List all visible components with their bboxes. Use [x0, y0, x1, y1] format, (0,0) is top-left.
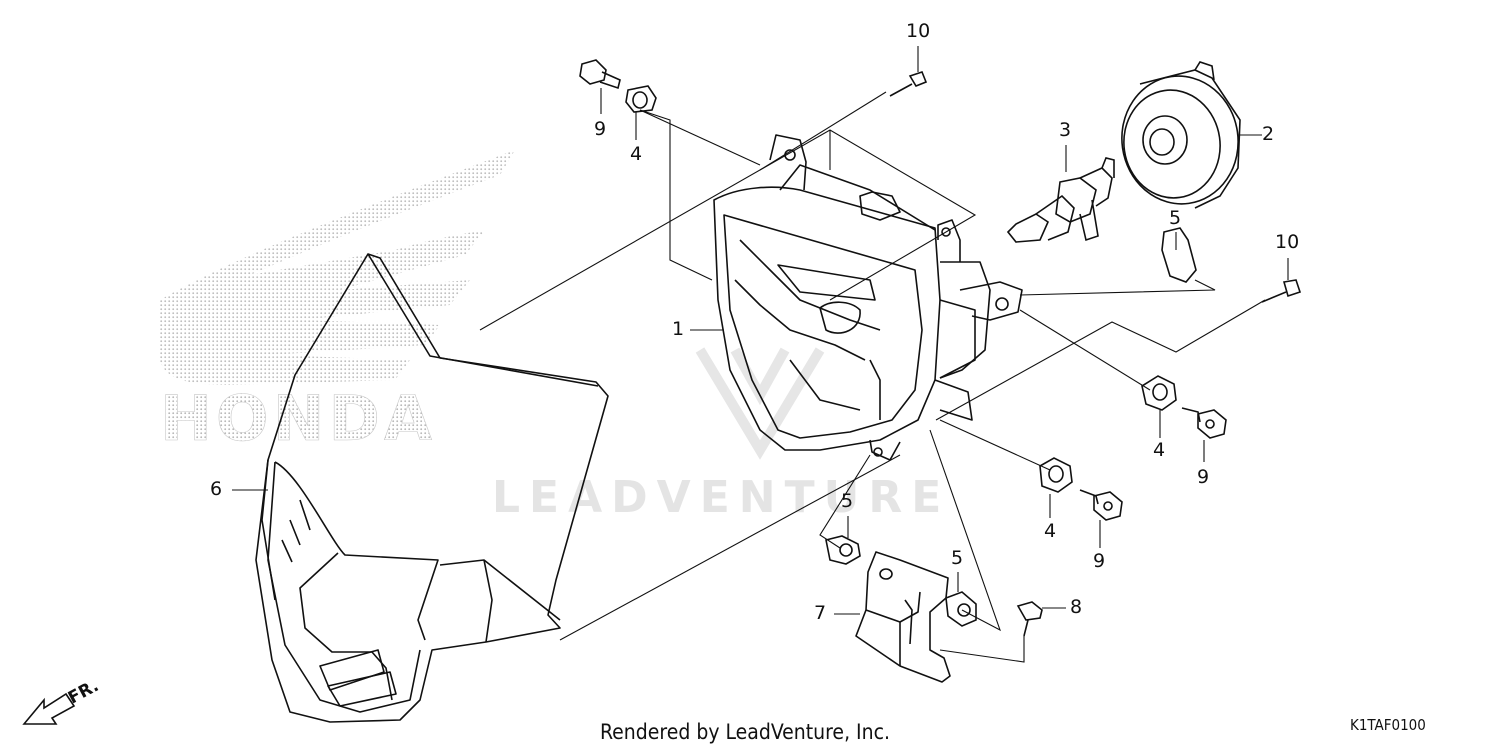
callout-9-lower: 9	[1093, 550, 1106, 572]
callout-5-right: 5	[1169, 207, 1182, 229]
honda-wing-logo	[160, 150, 515, 385]
callout-9-top: 9	[594, 118, 607, 140]
callout-4-lower: 4	[1044, 520, 1057, 542]
bolt	[579, 59, 621, 90]
callout-6: 6	[210, 478, 223, 500]
assembly-lines	[479, 91, 1266, 663]
grommet	[1039, 457, 1073, 493]
callout-1: 1	[672, 318, 685, 340]
bolt	[1079, 489, 1123, 521]
collar	[1161, 227, 1197, 283]
headlight-cowl	[255, 253, 609, 723]
callout-4-top: 4	[630, 143, 643, 165]
bracket	[855, 551, 951, 683]
callout-7: 7	[814, 602, 827, 624]
callout-leaders	[232, 46, 1289, 615]
collar	[825, 535, 861, 565]
dust-cover	[1121, 61, 1241, 209]
svg-text:HONDA: HONDA	[160, 382, 436, 455]
callout-5-lower-mid: 5	[951, 547, 964, 569]
render-credit: Rendered by LeadVenture, Inc.	[600, 720, 890, 744]
grommet	[625, 85, 657, 113]
bulb	[1006, 157, 1115, 243]
screw	[1261, 279, 1302, 303]
callout-9-right: 9	[1197, 466, 1210, 488]
bolt	[1181, 407, 1227, 439]
screw	[1016, 601, 1043, 637]
callout-10-top: 10	[906, 20, 931, 42]
diagram-code: K1TAF0100	[1350, 716, 1426, 734]
watermark-brand: LEADVENTURE	[492, 472, 950, 523]
grommet	[1141, 375, 1177, 411]
callout-4-right: 4	[1153, 439, 1166, 461]
headlight-unit	[713, 134, 1023, 461]
callout-10-right: 10	[1275, 231, 1300, 253]
collar	[945, 591, 977, 627]
honda-logo-text: HONDA	[160, 382, 436, 456]
callout-2: 2	[1262, 123, 1275, 145]
callout-5-lower-left: 5	[841, 490, 854, 512]
callout-8: 8	[1070, 596, 1083, 618]
front-direction-arrow-icon	[22, 692, 76, 725]
watermark-v-icon	[695, 347, 825, 460]
callout-3: 3	[1059, 119, 1072, 141]
screw	[889, 71, 928, 97]
